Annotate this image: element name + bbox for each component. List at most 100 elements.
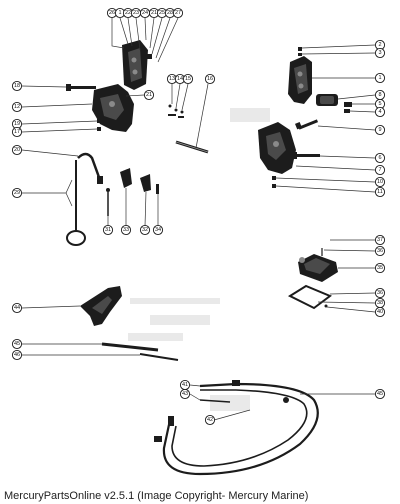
svg-text:3: 3 [378, 50, 381, 56]
callout-36-upper: 36 [374, 245, 386, 257]
svg-text:38: 38 [377, 300, 383, 306]
callout-27: 27 [172, 7, 184, 19]
svg-text:25: 25 [159, 10, 165, 16]
svg-text:45: 45 [14, 341, 20, 347]
callout-24: 24 [139, 7, 151, 19]
cover-35 [298, 254, 338, 282]
right-lower-bracket [258, 122, 296, 174]
svg-text:20: 20 [14, 147, 20, 153]
long-rod [175, 140, 209, 154]
background-ghost [128, 108, 270, 411]
svg-text:35: 35 [377, 265, 383, 271]
callout-15: 15 [182, 73, 194, 85]
svg-text:4: 4 [378, 109, 381, 115]
svg-text:24: 24 [142, 10, 148, 16]
nut-11 [272, 184, 276, 188]
callout-9: 9 [374, 124, 386, 136]
svg-text:23: 23 [133, 10, 139, 16]
bushing-8 [316, 94, 338, 106]
small-hardware [168, 104, 184, 118]
svg-text:6: 6 [378, 155, 381, 161]
svg-text:33: 33 [123, 227, 129, 233]
callout-33: 33 [120, 224, 132, 236]
svg-text:46: 46 [14, 352, 20, 358]
svg-text:17: 17 [14, 129, 20, 135]
svg-text:37: 37 [377, 237, 383, 243]
svg-text:41: 41 [182, 382, 188, 388]
svg-text:9: 9 [378, 127, 381, 133]
washer-40 [324, 304, 328, 308]
svg-text:12: 12 [14, 104, 20, 110]
callout-45-right: 45 [374, 388, 386, 400]
pin-34 [156, 184, 159, 194]
callout-6: 6 [374, 152, 386, 164]
svg-text:16: 16 [207, 76, 213, 82]
nut-10 [272, 176, 276, 180]
callout-45-left: 45 [11, 338, 23, 350]
callout-46: 46 [11, 349, 23, 361]
callout-10: 10 [374, 176, 386, 188]
svg-text:43: 43 [182, 391, 188, 397]
copyright-footer: MercuryPartsOnline v2.5.1 (Image Copyrig… [4, 490, 309, 502]
callout-17: 17 [11, 126, 23, 138]
pin-31 [106, 188, 110, 216]
svg-text:34: 34 [155, 227, 161, 233]
callout-42: 42 [204, 414, 216, 426]
callout-1-top: 1 [114, 7, 126, 19]
bolt-6 [292, 152, 320, 159]
callout-44: 44 [11, 302, 23, 314]
callout-25: 25 [156, 7, 168, 19]
callout-18: 18 [11, 80, 23, 92]
callout-1-right: 1 [374, 72, 386, 84]
callout-29: 29 [11, 187, 23, 199]
clip-32 [140, 174, 151, 192]
svg-text:22: 22 [125, 10, 131, 16]
callout-38: 38 [374, 297, 386, 309]
svg-text:13: 13 [169, 76, 175, 82]
svg-text:11: 11 [377, 189, 383, 195]
svg-text:7: 7 [378, 167, 381, 173]
svg-text:27: 27 [175, 10, 181, 16]
svg-text:32: 32 [142, 227, 148, 233]
right-screw-3 [298, 53, 302, 56]
lower-left-bracket [92, 84, 134, 132]
svg-text:26: 26 [109, 10, 115, 16]
callout-7: 7 [374, 164, 386, 176]
callout-43: 43 [179, 388, 191, 400]
link-cable-20 [66, 152, 103, 246]
callout-35: 35 [374, 262, 386, 274]
svg-text:44: 44 [14, 305, 20, 311]
callout-32: 32 [139, 224, 151, 236]
bushing-5 [344, 102, 352, 107]
svg-text:14: 14 [177, 76, 183, 82]
svg-text:8: 8 [378, 92, 381, 98]
upper-right-bracket [288, 56, 312, 104]
svg-text:29: 29 [14, 190, 20, 196]
svg-text:5: 5 [378, 101, 381, 107]
callout-20: 20 [11, 144, 23, 156]
svg-text:1: 1 [118, 10, 121, 16]
gasket-38 [287, 284, 332, 310]
right-screw-2 [298, 47, 302, 51]
svg-text:19: 19 [14, 121, 20, 127]
rod-46 [139, 353, 179, 361]
callout-23: 23 [130, 7, 142, 19]
callout-37: 37 [374, 234, 386, 246]
left-washer [97, 119, 101, 123]
screw-9 [295, 119, 319, 130]
cable-assembly [154, 380, 319, 476]
callout-12: 12 [11, 101, 23, 113]
callout-4-upper: 4 [374, 106, 386, 118]
clip-33 [120, 168, 132, 188]
callout-40: 40 [374, 306, 386, 318]
svg-text:10: 10 [377, 179, 383, 185]
callout-36-lower: 36 [374, 287, 386, 299]
left-nut [97, 127, 101, 131]
part-44 [80, 286, 122, 326]
svg-text:36: 36 [377, 248, 383, 254]
svg-text:40: 40 [377, 309, 383, 315]
callout-41: 41 [179, 379, 191, 391]
svg-text:15: 15 [185, 76, 191, 82]
callout-16: 16 [204, 73, 216, 85]
svg-text:18: 18 [14, 83, 20, 89]
